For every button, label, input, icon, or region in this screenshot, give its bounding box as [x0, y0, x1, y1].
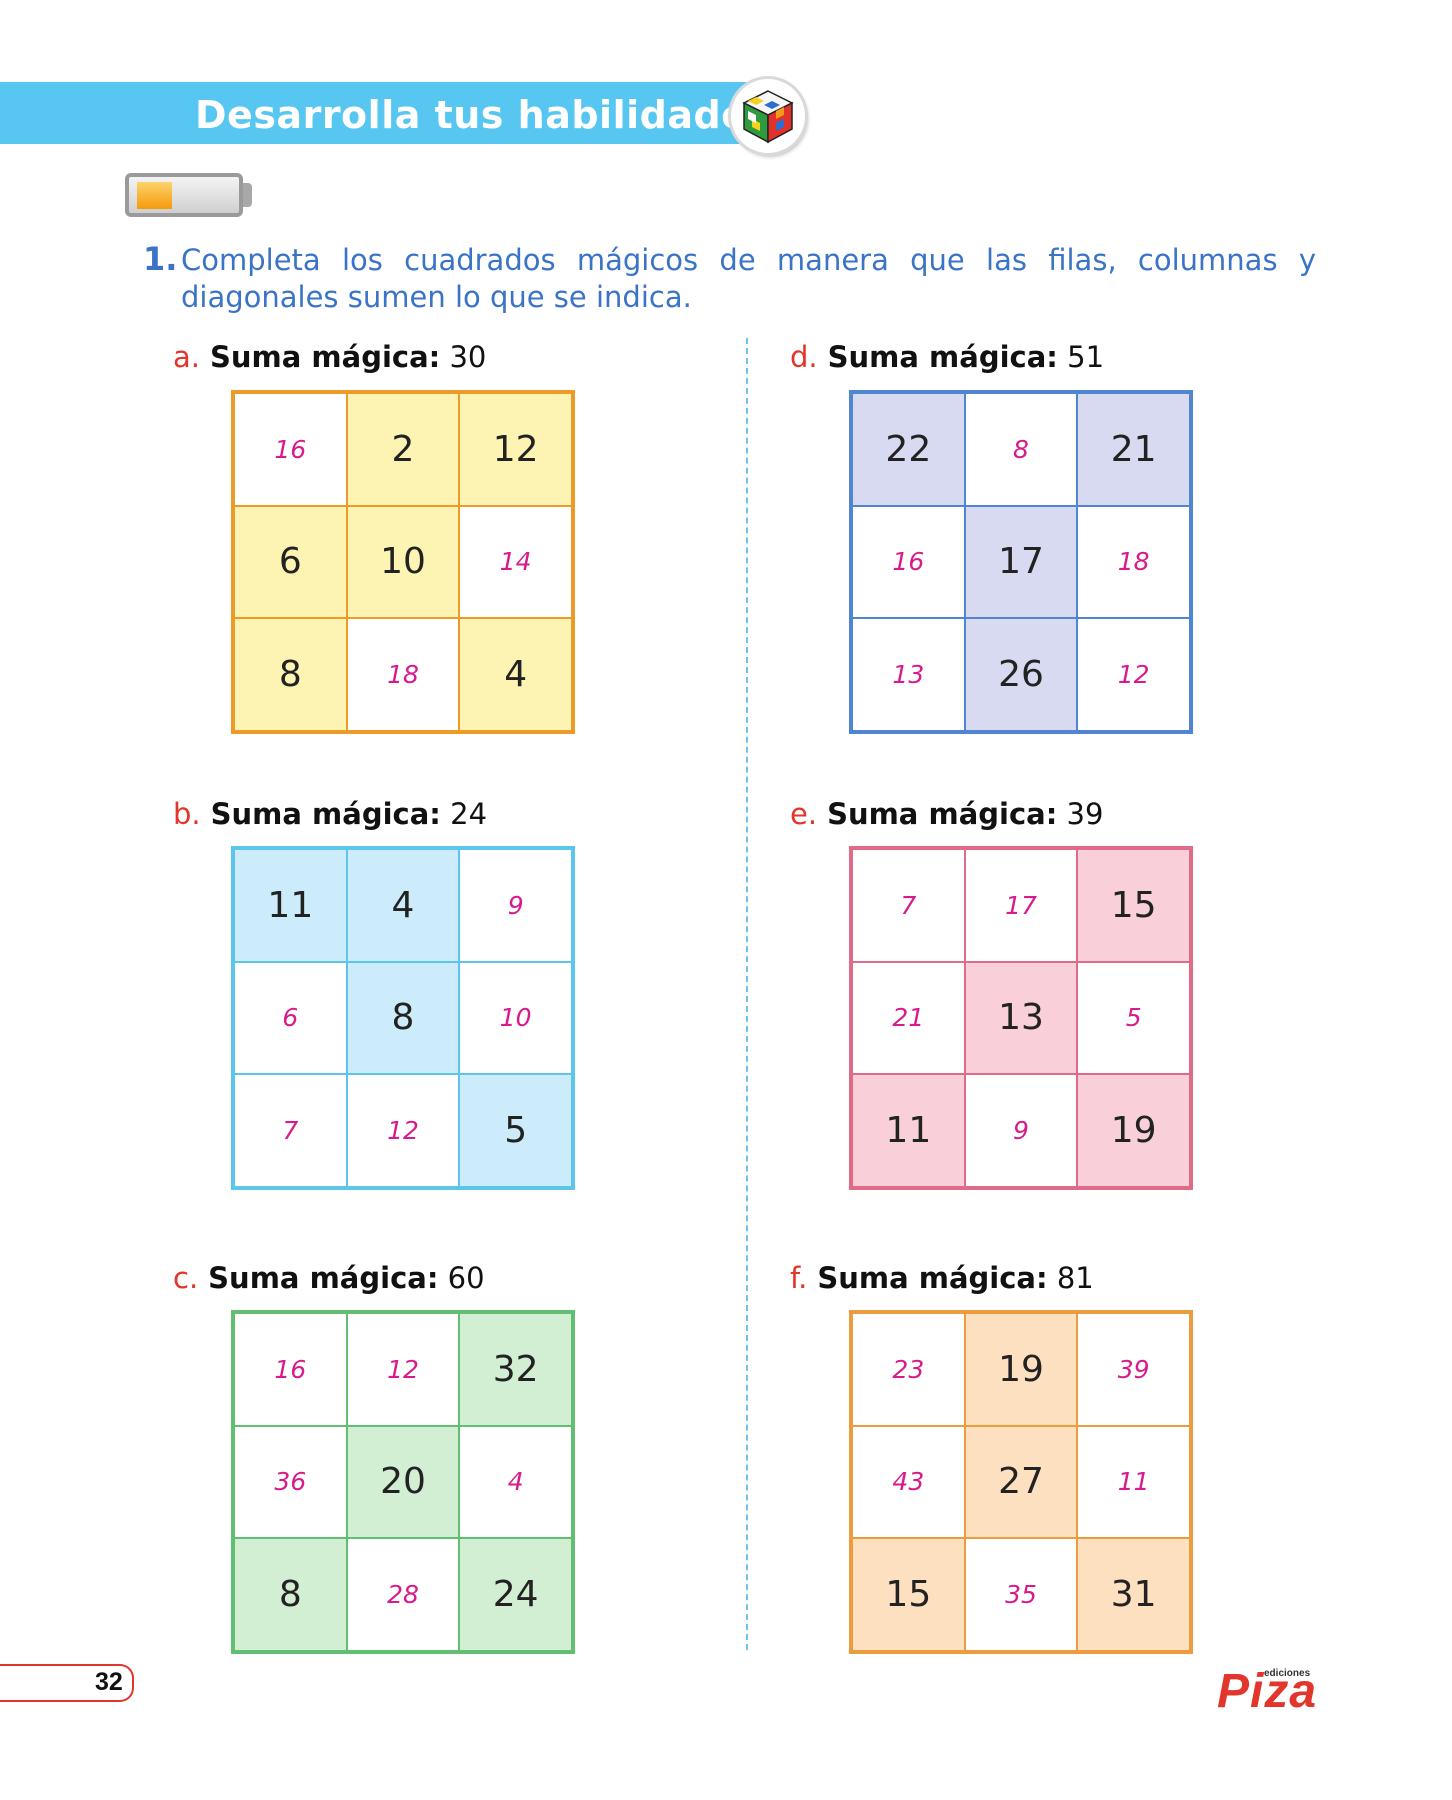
- answer-cell[interactable]: 43: [852, 1425, 965, 1539]
- puzzle-sum: 60: [447, 1261, 485, 1295]
- puzzle-keyword: Suma mágica:: [817, 1261, 1048, 1295]
- answer-cell[interactable]: 9: [459, 849, 572, 962]
- answer-cell[interactable]: 36: [234, 1425, 347, 1539]
- puzzle-keyword: Suma mágica:: [210, 340, 441, 374]
- puzzle-keyword: Suma mágica:: [210, 797, 441, 831]
- puzzle-sum: 24: [450, 797, 488, 831]
- given-cell: 8: [234, 1538, 347, 1651]
- publisher-tagline: ediciones: [1264, 1668, 1311, 1679]
- answer-cell[interactable]: 23: [852, 1313, 965, 1426]
- given-cell: 5: [459, 1074, 572, 1187]
- puzzle-sum: 51: [1067, 340, 1105, 374]
- given-cell: 19: [1077, 1074, 1190, 1187]
- given-cell: 15: [852, 1538, 965, 1651]
- page-number-tab: [0, 1664, 134, 1702]
- given-cell: 6: [234, 505, 347, 619]
- puzzle-letter: e.: [790, 797, 818, 831]
- page-title: Desarrolla tus habilidades: [195, 93, 771, 137]
- answer-cell[interactable]: 16: [234, 1313, 347, 1426]
- puzzle-f-label: f. Suma mágica: 81: [790, 1261, 1094, 1295]
- answer-cell[interactable]: 12: [346, 1313, 460, 1426]
- answer-cell[interactable]: 28: [346, 1538, 460, 1651]
- puzzle-keyword: Suma mágica:: [827, 797, 1058, 831]
- column-divider: [746, 338, 748, 1650]
- given-cell: 15: [1077, 849, 1190, 962]
- given-cell: 20: [346, 1425, 460, 1539]
- answer-cell[interactable]: 9: [964, 1074, 1078, 1187]
- puzzle-sum: 30: [449, 340, 487, 374]
- answer-cell[interactable]: 14: [459, 505, 572, 619]
- puzzle-keyword: Suma mágica:: [208, 1261, 439, 1295]
- given-cell: 27: [964, 1425, 1078, 1539]
- answer-cell[interactable]: 18: [346, 618, 460, 731]
- puzzle-sum: 81: [1056, 1261, 1094, 1295]
- answer-cell[interactable]: 11: [1077, 1425, 1190, 1539]
- given-cell: 4: [459, 618, 572, 731]
- answer-cell[interactable]: 35: [964, 1538, 1078, 1651]
- given-cell: 32: [459, 1313, 572, 1426]
- answer-cell[interactable]: 16: [234, 393, 347, 506]
- puzzle-letter: a.: [173, 340, 200, 374]
- rubiks-cube-icon: [731, 79, 805, 153]
- page-number: 32: [95, 1668, 123, 1696]
- given-cell: 24: [459, 1538, 572, 1651]
- answer-cell[interactable]: 7: [852, 849, 965, 962]
- answer-cell[interactable]: 21: [852, 961, 965, 1075]
- answer-cell[interactable]: 6: [234, 961, 347, 1075]
- puzzle-d-label: d. Suma mágica: 51: [790, 340, 1104, 374]
- answer-cell[interactable]: 5: [1077, 961, 1190, 1075]
- answer-cell[interactable]: 16: [852, 505, 965, 619]
- given-cell: 19: [964, 1313, 1078, 1426]
- answer-cell[interactable]: 12: [346, 1074, 460, 1187]
- given-cell: 10: [346, 505, 460, 619]
- given-cell: 31: [1077, 1538, 1190, 1651]
- puzzle-letter: b.: [173, 797, 201, 831]
- answer-cell[interactable]: 8: [964, 393, 1078, 506]
- question-instruction: Completa los cuadrados mágicos de manera…: [181, 243, 1316, 314]
- given-cell: 17: [964, 505, 1078, 619]
- given-cell: 4: [346, 849, 460, 962]
- puzzle-letter: c.: [173, 1261, 199, 1295]
- answer-cell[interactable]: 18: [1077, 505, 1190, 619]
- puzzle-letter: f.: [790, 1261, 808, 1295]
- given-cell: 13: [964, 961, 1078, 1075]
- battery-level: [137, 182, 172, 209]
- battery-icon: [125, 173, 243, 217]
- question-number: 1.: [143, 240, 178, 278]
- given-cell: 22: [852, 393, 965, 506]
- given-cell: 11: [852, 1074, 965, 1187]
- given-cell: 11: [234, 849, 347, 962]
- publisher-logo: Piza: [1217, 1665, 1318, 1718]
- given-cell: 12: [459, 393, 572, 506]
- header-banner: [0, 82, 760, 144]
- puzzle-e-label: e. Suma mágica: 39: [790, 797, 1103, 831]
- given-cell: 26: [964, 618, 1078, 731]
- answer-cell[interactable]: 10: [459, 961, 572, 1075]
- battery-cap: [243, 183, 252, 207]
- answer-cell[interactable]: 12: [1077, 618, 1190, 731]
- puzzle-sum: 39: [1066, 797, 1104, 831]
- puzzle-letter: d.: [790, 340, 818, 374]
- puzzle-keyword: Suma mágica:: [827, 340, 1058, 374]
- given-cell: 21: [1077, 393, 1190, 506]
- puzzle-c-label: c. Suma mágica: 60: [173, 1261, 485, 1295]
- given-cell: 2: [346, 393, 460, 506]
- given-cell: 8: [346, 961, 460, 1075]
- puzzle-a-label: a. Suma mágica: 30: [173, 340, 486, 374]
- given-cell: 8: [234, 618, 347, 731]
- answer-cell[interactable]: 7: [234, 1074, 347, 1187]
- answer-cell[interactable]: 39: [1077, 1313, 1190, 1426]
- puzzle-b-label: b. Suma mágica: 24: [173, 797, 487, 831]
- answer-cell[interactable]: 4: [459, 1425, 572, 1539]
- answer-cell[interactable]: 17: [964, 849, 1078, 962]
- answer-cell[interactable]: 13: [852, 618, 965, 731]
